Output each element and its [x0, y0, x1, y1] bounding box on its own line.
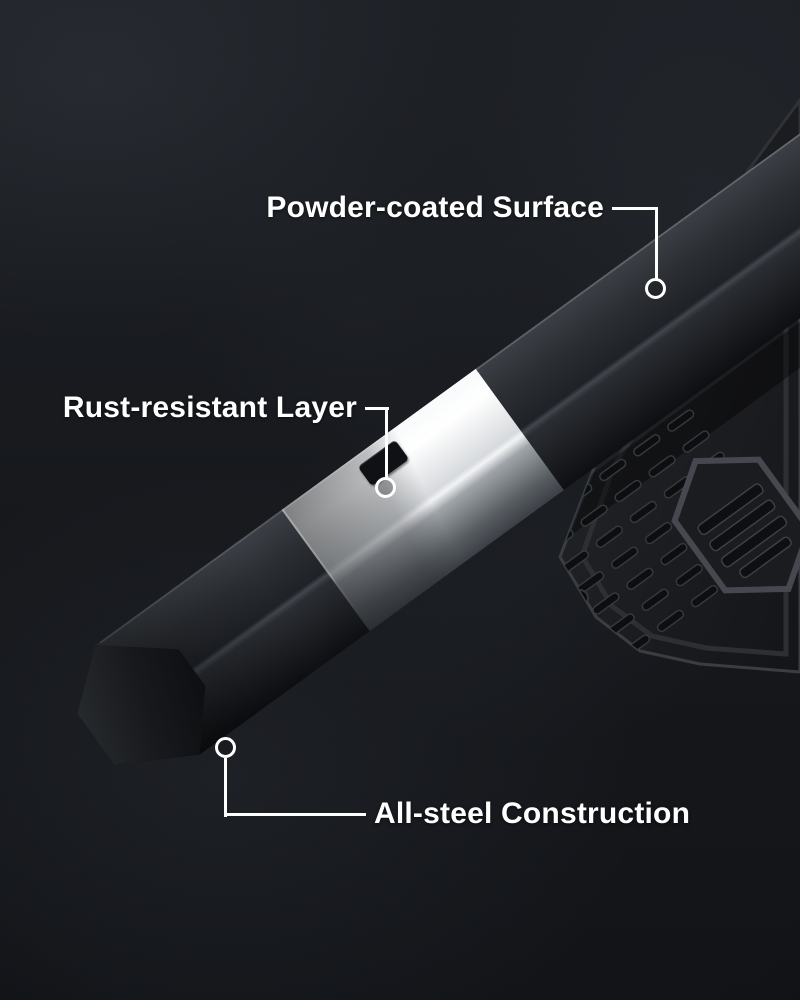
rust-callout-marker [375, 477, 396, 498]
rust-resistant-label: Rust-resistant Layer [63, 391, 389, 425]
all-steel-label: All-steel Construction [226, 797, 690, 831]
rust-resistant-label-text: Rust-resistant Layer [62, 391, 357, 424]
powder-coated-label-text: Powder-coated Surface [266, 191, 604, 224]
powder-callout-line-horizontal [612, 206, 658, 210]
all-steel-label-text: All-steel Construction [374, 797, 691, 830]
powder-coated-label: Powder-coated Surface [266, 191, 658, 225]
powder-callout-marker [645, 278, 666, 299]
rust-callout-line-horizontal [365, 406, 389, 410]
steel-callout-line-horizontal [226, 812, 366, 816]
steel-callout-marker [215, 737, 236, 758]
